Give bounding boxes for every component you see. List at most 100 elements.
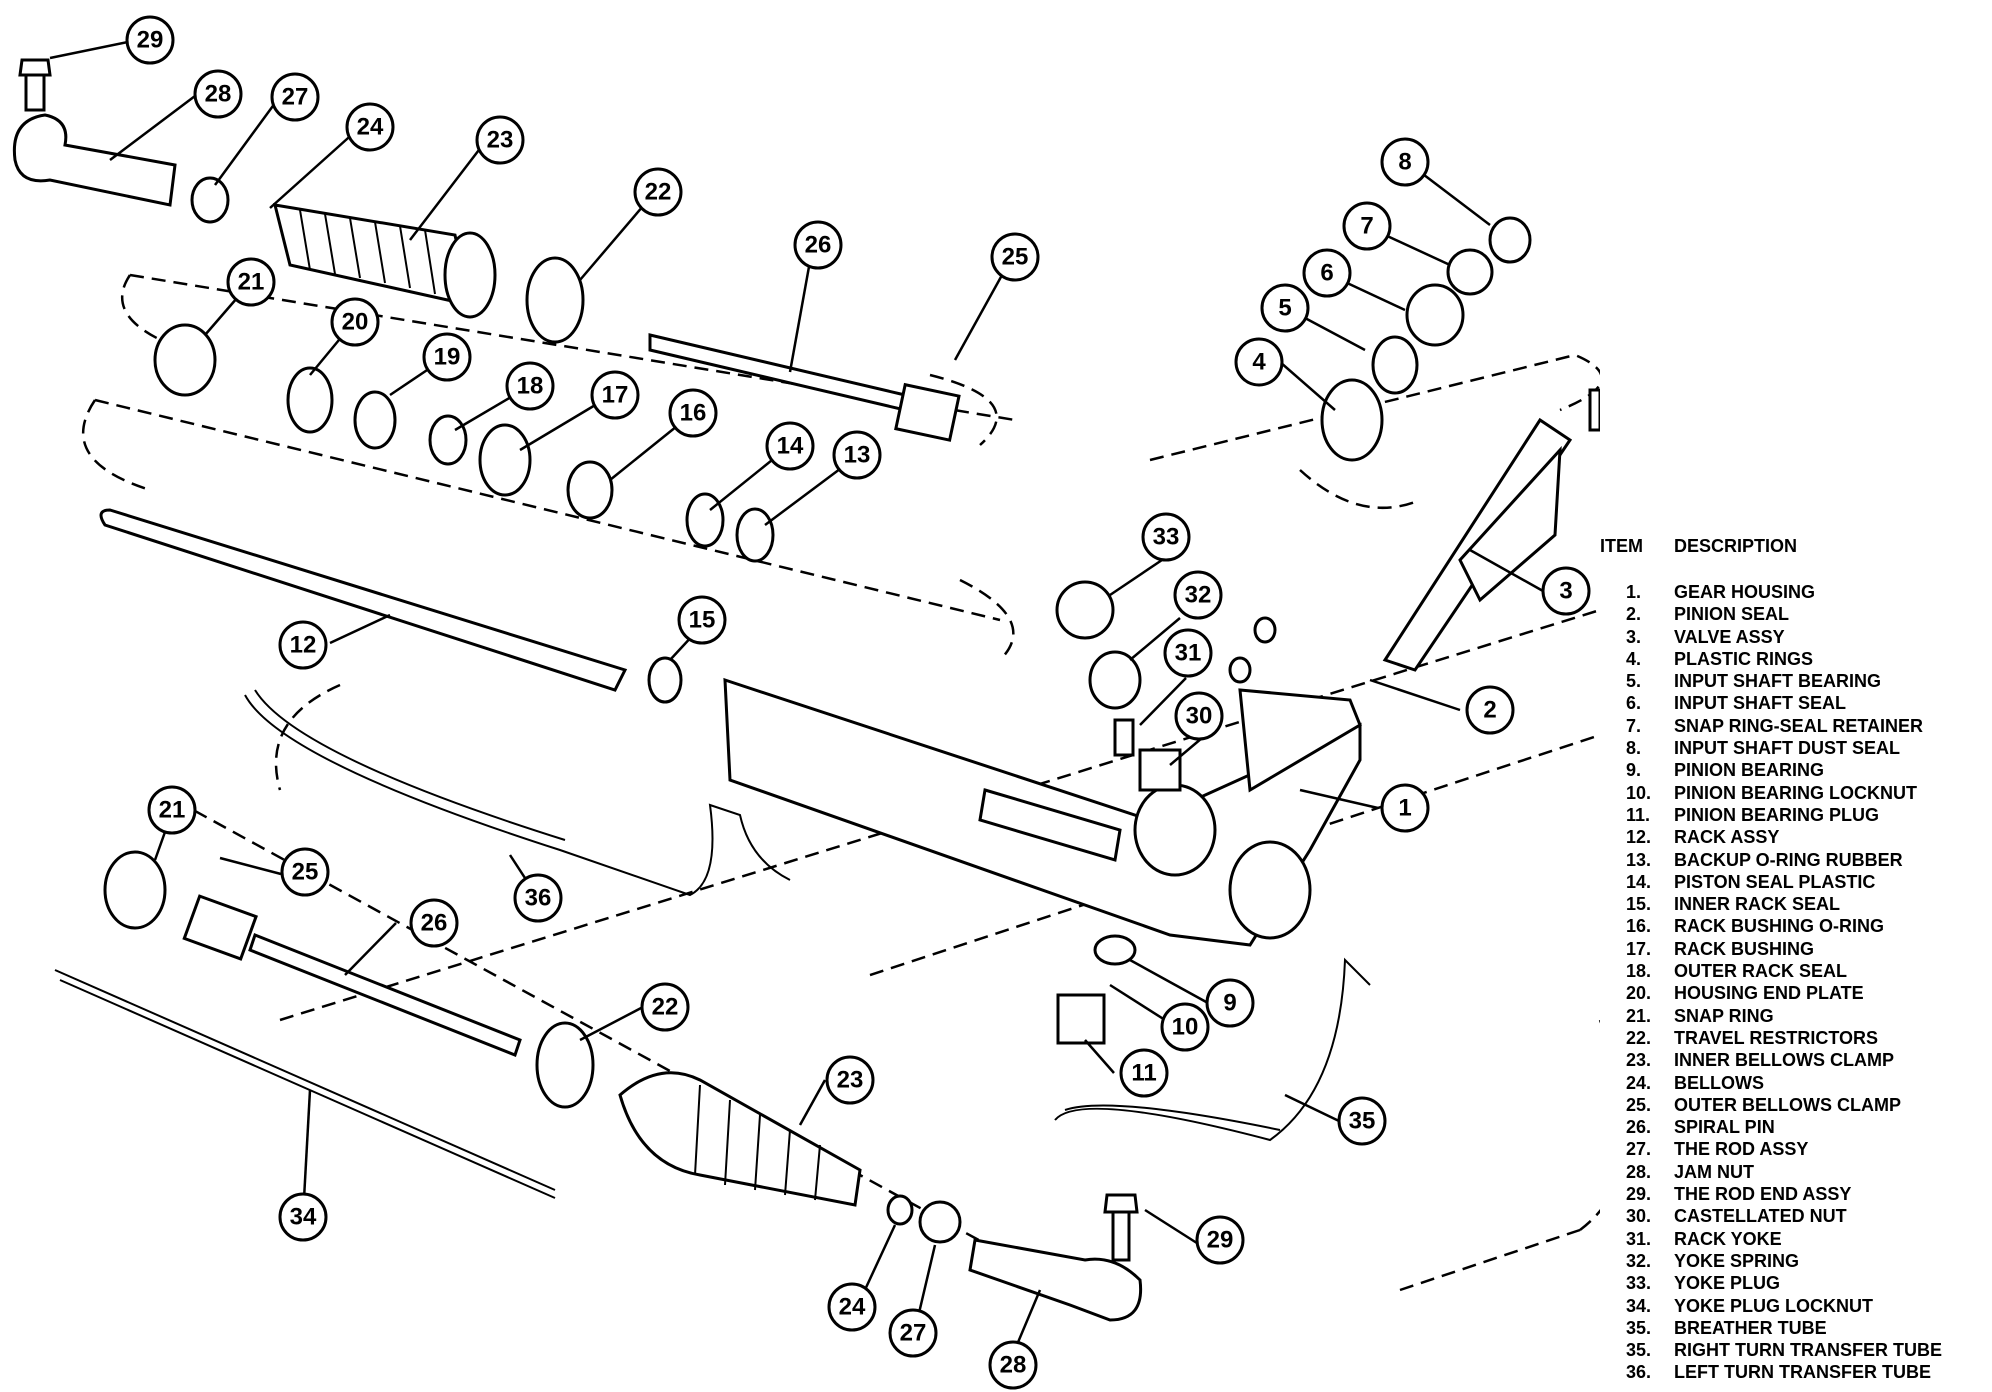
svg-text:18: 18 xyxy=(517,373,544,400)
legend-item-number: 34. xyxy=(1626,1295,1652,1316)
svg-text:35: 35 xyxy=(1349,1108,1376,1135)
callout-14: 14 xyxy=(765,421,815,471)
svg-text:28: 28 xyxy=(205,81,232,108)
callout-21-lower: 21 xyxy=(147,785,197,835)
legend-item-number: 29. xyxy=(1626,1184,1652,1205)
legend-item-number: 18. xyxy=(1626,961,1652,982)
callout-18: 18 xyxy=(505,361,555,411)
legend-item-number: 15. xyxy=(1626,894,1652,915)
legend-item-description: INNER RACK SEAL xyxy=(1674,894,1841,915)
svg-text:26: 26 xyxy=(421,910,448,937)
svg-text:25: 25 xyxy=(292,859,319,886)
callout-34: 34 xyxy=(278,1192,328,1242)
callout-21: 21 xyxy=(226,257,276,307)
legend-row: 24.BELLOWS xyxy=(1600,1072,1992,1094)
legend-item-description: PINION BEARING PLUG xyxy=(1674,804,1880,825)
svg-text:15: 15 xyxy=(689,607,716,634)
valve-assembly xyxy=(1382,388,1600,672)
legend-item-number: 27. xyxy=(1626,1139,1652,1160)
legend-row: 32.YOKE SPRING xyxy=(1600,1250,1992,1272)
legend-row: 25. OUTER BELLOWS CLAMP xyxy=(1600,1094,1992,1116)
legend-item-number: 25. xyxy=(1626,1094,1652,1115)
legend-item-description: LEFT TURN TRANSFER TUBE xyxy=(1674,1362,1931,1383)
lower-tie-rod xyxy=(182,894,522,1057)
legend-row: 28.JAM NUT xyxy=(1600,1161,1992,1183)
callout-22-lower: 22 xyxy=(640,982,690,1032)
svg-text:1: 1 xyxy=(1398,795,1411,822)
legend-item-description: INPUT SHAFT DUST SEAL xyxy=(1674,738,1901,759)
legend-item-number: 7. xyxy=(1626,715,1642,736)
pinion-bearing-parts xyxy=(1056,934,1137,1045)
legend-item-number: 3. xyxy=(1626,626,1642,647)
legend-item-number: 26. xyxy=(1626,1117,1652,1138)
callout-7: 7 xyxy=(1342,201,1392,251)
legend-item-number: 20. xyxy=(1626,983,1652,1004)
legend-item-description: CASTELLATED NUT xyxy=(1674,1206,1847,1227)
svg-text:33: 33 xyxy=(1153,524,1180,551)
svg-text:25: 25 xyxy=(1002,244,1029,271)
legend-row: 11. PINION BEARING PLUG xyxy=(1600,804,1992,826)
legend-item-number: 6. xyxy=(1626,693,1642,714)
svg-text:9: 9 xyxy=(1223,990,1236,1017)
svg-text:8: 8 xyxy=(1398,149,1411,176)
upper-bellows xyxy=(272,203,497,319)
legend-item-number: 36. xyxy=(1626,1362,1652,1383)
legend-item-description: INPUT SHAFT SEAL xyxy=(1674,693,1847,714)
callout-17: 17 xyxy=(590,370,640,420)
legend-row: 21.SNAP RING xyxy=(1600,1005,1992,1027)
upper-tie-rod xyxy=(648,333,961,442)
callout-26-lower: 26 xyxy=(409,898,459,948)
legend-item-number: 23. xyxy=(1626,1050,1652,1071)
svg-text:16: 16 xyxy=(680,400,707,427)
upper-clamp-22 xyxy=(525,256,585,344)
callout-31: 31 xyxy=(1163,628,1213,678)
svg-text:30: 30 xyxy=(1186,703,1213,730)
callout-33: 33 xyxy=(1141,512,1191,562)
callout-29: 29 xyxy=(125,15,175,65)
callout-15: 15 xyxy=(677,595,727,645)
legend-item-description: OUTER RACK SEAL xyxy=(1674,961,1848,982)
legend-item-number: 11. xyxy=(1626,804,1651,825)
legend-item-description: OUTER BELLOWS CLAMP xyxy=(1674,1094,1901,1115)
callout-2: 2 xyxy=(1465,685,1515,735)
callout-28-lower: 28 xyxy=(988,1340,1038,1390)
svg-text:21: 21 xyxy=(159,797,186,824)
callout-10: 10 xyxy=(1160,1002,1210,1052)
legend-item-description: INNER BELLOWS CLAMP xyxy=(1674,1050,1894,1071)
callout-1: 1 xyxy=(1380,783,1430,833)
svg-text:3: 3 xyxy=(1559,578,1572,605)
legend-item-number: 2. xyxy=(1626,604,1642,625)
callout-23-lower: 23 xyxy=(825,1055,875,1105)
legend-row: 6. INPUT SHAFT SEAL xyxy=(1600,692,1992,714)
callout-20: 20 xyxy=(330,297,380,347)
legend-item-description: INPUT SHAFT BEARING xyxy=(1674,671,1881,692)
svg-text:6: 6 xyxy=(1320,260,1333,287)
callout-27-lower: 27 xyxy=(888,1308,938,1358)
legend-row: 17.RACK BUSHING xyxy=(1600,938,1992,960)
transfer-tubes xyxy=(244,689,1371,1142)
callout-25-lower: 25 xyxy=(280,847,330,897)
callout-9: 9 xyxy=(1205,978,1255,1028)
callout-35: 35 xyxy=(1337,1096,1387,1146)
svg-text:24: 24 xyxy=(357,114,384,141)
legend-item-description: YOKE SPRING xyxy=(1674,1250,1800,1271)
upper-jam-nut xyxy=(190,176,230,224)
svg-text:12: 12 xyxy=(290,632,317,659)
legend-item-number: 31. xyxy=(1626,1228,1652,1249)
legend-item-description: BREATHER TUBE xyxy=(1674,1317,1827,1338)
legend-description-header: DESCRIPTION xyxy=(1674,536,1798,556)
legend-item-number: 14. xyxy=(1626,871,1652,892)
input-shaft-rings xyxy=(1320,216,1532,462)
legend-item-description: RACK ASSY xyxy=(1674,827,1780,848)
upper-tie-rod-end xyxy=(12,58,177,207)
legend-row: 26.SPIRAL PIN xyxy=(1600,1116,1992,1138)
legend-item-number: 21. xyxy=(1626,1005,1652,1026)
legend-item-number: 16. xyxy=(1626,916,1652,937)
callout-12: 12 xyxy=(278,620,328,670)
svg-text:36: 36 xyxy=(525,885,552,912)
callout-30: 30 xyxy=(1174,691,1224,741)
callout-24: 24 xyxy=(345,102,395,152)
breather-tube xyxy=(54,969,556,1199)
legend-row: 29.THE ROD END ASSY xyxy=(1600,1183,1992,1205)
lower-snap-ring xyxy=(103,850,167,930)
